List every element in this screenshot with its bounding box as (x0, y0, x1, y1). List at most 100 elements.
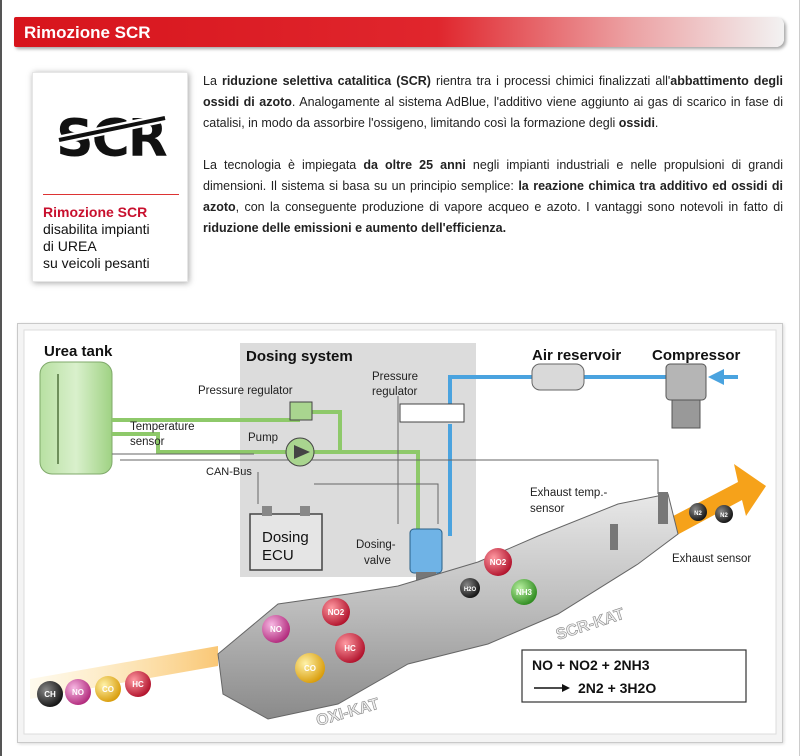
ecu-connector-1 (262, 506, 272, 516)
intro-text: La riduzione selettiva catalitica (SCR) … (203, 71, 783, 260)
urea-line-pump (112, 432, 286, 454)
valve-signal-line (314, 483, 439, 524)
air-intake-arrow (708, 369, 724, 385)
label-exhaust-temp-b: sensor (530, 503, 565, 515)
label-dosing-valve-a: Dosing- (356, 539, 396, 551)
outlet-molecules: N2 (715, 505, 733, 523)
oxi-molecule-2 (295, 653, 325, 683)
inlet-molecule-0 (37, 681, 63, 707)
inlet-molecule-label-2: CO (102, 685, 114, 694)
catalytic-converter (217, 493, 679, 720)
equation-line-2: 2N2 + 3H2O (578, 680, 656, 696)
label-temperature-sensor-b: sensor (130, 436, 165, 448)
inlet-molecule-label-0: CH (44, 690, 56, 699)
label-pressure-regulator-2b: regulator (372, 386, 418, 398)
label-dosing-ecu-b: ECU (262, 547, 294, 564)
page-left-border (0, 0, 2, 756)
label-dosing-ecu-a: Dosing (262, 529, 309, 546)
equation-arrow-head (562, 684, 570, 692)
exhaust-temp-sensor (610, 524, 618, 550)
ecu-connector-2 (300, 506, 310, 516)
logo-strike-line (58, 116, 166, 142)
urea-tank (39, 361, 113, 475)
intro-paragraph-2-run-4: , con la conseguente produzione di vapor… (235, 200, 783, 214)
logo-caption-title: Rimozione SCR (43, 204, 148, 220)
inlet-molecule-1 (65, 679, 91, 705)
scr-molecule-label-2: NH3 (516, 588, 533, 597)
exhaust-flow-outlet (658, 464, 766, 542)
label-compressor: Compressor (652, 347, 741, 364)
oxi-molecule-label-2: CO (304, 664, 316, 673)
label-exhaust-temp-a: Exhaust temp.- (530, 487, 608, 499)
intro-paragraph-2-run-1: da oltre 25 anni (363, 158, 466, 172)
air-reservoir (531, 363, 585, 391)
scr-molecule-label-0: NO2 (490, 558, 507, 567)
oxi-molecule-label-1: NO2 (328, 608, 345, 617)
intro-paragraph-1-run-4: . Analogamente al sistema AdBlue, l'addi… (203, 95, 783, 130)
outlet-molecule-0 (715, 505, 733, 523)
oxi-molecule-1 (322, 598, 350, 626)
logo-caption-line-2: di UREA (43, 238, 97, 254)
dosing-ecu (249, 513, 323, 571)
inlet-molecules: CH NO CO HC (37, 671, 151, 707)
scr-logo-card: SCR Rimozione SCR disabilita impianti di… (32, 72, 188, 282)
intro-paragraph-1-run-6: . (654, 116, 659, 130)
intro-paragraph-1-run-5: ossidi (618, 116, 655, 130)
scr-molecule-0 (484, 548, 512, 576)
exhaust-sensor (658, 492, 668, 524)
oxi-molecule-0 (262, 615, 290, 643)
label-pump: Pump (248, 432, 278, 444)
label-dosing-system: Dosing system (246, 348, 353, 365)
scr-molecule-2 (511, 579, 537, 605)
scr-molecule-label-1: H2O (464, 587, 477, 593)
label-exhaust-sensor: Exhaust sensor (672, 553, 751, 565)
intro-paragraph-2-run-0: La tecnologia è impiegata (203, 158, 364, 172)
logo-caption-line-1: disabilita impianti (43, 221, 150, 237)
intro-paragraph-1-run-1: riduzione selettiva catalitica (SCR) (221, 74, 431, 88)
equation-line-1: NO + NO2 + 2NH3 (532, 657, 650, 673)
intro-paragraph-2-run-3: la reazione chimica tra additivo ed ossi… (203, 179, 783, 214)
section-title: Rimozione SCR (24, 23, 151, 42)
dosing-valve (409, 528, 443, 574)
label-dosing-valve-b: valve (364, 555, 391, 567)
oxi-molecule-label-3: HC (344, 644, 356, 653)
scr-molecule-3 (689, 503, 707, 521)
oxi-molecule-3 (335, 633, 365, 663)
air-line-regulator (448, 375, 532, 412)
inlet-molecule-3 (125, 671, 151, 697)
outlet-molecule-label-0: N2 (720, 513, 728, 519)
logo-caption-line-3: su veicoli pesanti (43, 255, 150, 271)
logo-caption: Rimozione SCR disabilita impianti di URE… (43, 204, 183, 272)
pressure-regulator-2 (399, 403, 465, 423)
pump-arrow (294, 445, 310, 459)
intro-paragraph-2: La tecnologia è impiegata da oltre 25 an… (203, 155, 783, 239)
scr-molecule-label-3: N2 (694, 511, 702, 517)
intro-paragraph-1: La riduzione selettiva catalitica (SCR) … (203, 71, 783, 134)
intro-paragraph-1-run-0: La (203, 74, 222, 88)
compressor-base (671, 399, 701, 429)
scr-molecule-1 (460, 578, 480, 598)
urea-line-dosing-valve (314, 450, 420, 536)
label-can-bus: CAN-Bus (206, 466, 252, 478)
intro-paragraph-2-run-2: negli impianti industriali e nelle propu… (203, 158, 783, 193)
pressure-regulator-1 (289, 401, 313, 421)
section-header: Rimozione SCR (14, 17, 784, 47)
label-air-reservoir: Air reservoir (532, 347, 621, 364)
scr-crossed-logo: SCR (56, 109, 167, 163)
equation-box (521, 649, 747, 703)
intro-paragraph-1-run-3: abbattimento degli ossidi di azoto (203, 74, 783, 109)
intro-paragraph-1-run-2: rientra tra i processi chimici finalizza… (430, 74, 671, 88)
inlet-molecule-label-1: NO (72, 688, 84, 697)
label-pressure-regulator-1: Pressure regulator (198, 385, 293, 397)
inlet-molecule-2 (95, 676, 121, 702)
label-pressure-regulator-2a: Pressure (372, 371, 418, 383)
inlet-molecule-label-3: HC (132, 680, 144, 689)
oxi-molecule-label-0: NO (270, 625, 282, 634)
intro-paragraph-2-run-5: riduzione delle emissioni e aumento dell… (203, 221, 507, 235)
logo-divider (43, 194, 179, 195)
compressor (665, 363, 707, 401)
